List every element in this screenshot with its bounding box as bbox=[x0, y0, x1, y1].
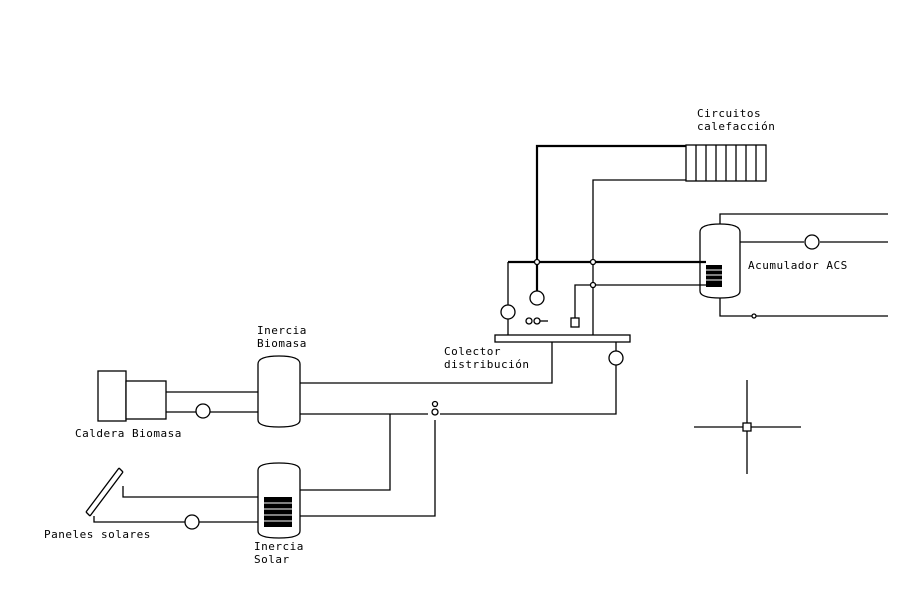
collector-label-line1: Colector bbox=[444, 345, 501, 358]
pipe-junction-icon bbox=[589, 258, 597, 266]
heating-circuits-label-line2: calefacción bbox=[697, 120, 775, 133]
check-valve-icon bbox=[570, 317, 580, 328]
boiler-pump-icon bbox=[195, 403, 211, 419]
pipe-junction-icon bbox=[533, 258, 541, 266]
dhw-pump-icon bbox=[804, 234, 820, 250]
mixing-valve-icon bbox=[431, 400, 439, 416]
coil-pump-icon bbox=[500, 304, 516, 320]
biomass-inertia-label-line1: Inercia bbox=[257, 324, 307, 337]
distribution-collector bbox=[494, 334, 631, 343]
biomass-inertia-tank bbox=[257, 355, 301, 428]
solar-loop-pipes bbox=[93, 486, 258, 523]
biomass-boiler bbox=[97, 370, 167, 422]
solar-inertia-tank bbox=[257, 462, 301, 539]
supply-pipe bbox=[300, 342, 553, 384]
dhw-output-pipes bbox=[719, 213, 888, 317]
heating-circuits-label-line1: Circuitos bbox=[697, 107, 761, 120]
heating-circuit-pipes bbox=[535, 144, 686, 335]
solar-panel bbox=[85, 467, 124, 517]
circuit-pump-icon bbox=[529, 290, 545, 306]
heating-circuits-radiator bbox=[685, 144, 767, 182]
biomass-boiler-label: Caldera Biomasa bbox=[75, 427, 182, 440]
collector-label-line2: distribución bbox=[444, 358, 529, 371]
solar-inertia-label-line2: Solar bbox=[254, 553, 290, 566]
inertia-interconnection-pipes bbox=[300, 413, 436, 517]
three-way-valve-icon bbox=[525, 317, 548, 325]
pipe-junction-icon bbox=[589, 281, 597, 289]
return-pump-icon bbox=[608, 350, 624, 366]
crosshair-icon bbox=[694, 380, 801, 474]
dhw-accumulator-tank bbox=[699, 223, 741, 299]
dhw-accumulator-label: Acumulador ACS bbox=[748, 259, 848, 272]
biomass-inertia-label-line2: Biomasa bbox=[257, 337, 307, 350]
dhw-valve-icon bbox=[751, 313, 757, 319]
accumulator-coil-pipes bbox=[507, 260, 706, 335]
solar-inertia-label-line1: Inercia bbox=[254, 540, 304, 553]
solar-panels-label: Paneles solares bbox=[44, 528, 151, 541]
solar-pump-icon bbox=[184, 514, 200, 530]
boiler-pipes bbox=[166, 391, 258, 413]
return-pipe bbox=[440, 365, 617, 415]
